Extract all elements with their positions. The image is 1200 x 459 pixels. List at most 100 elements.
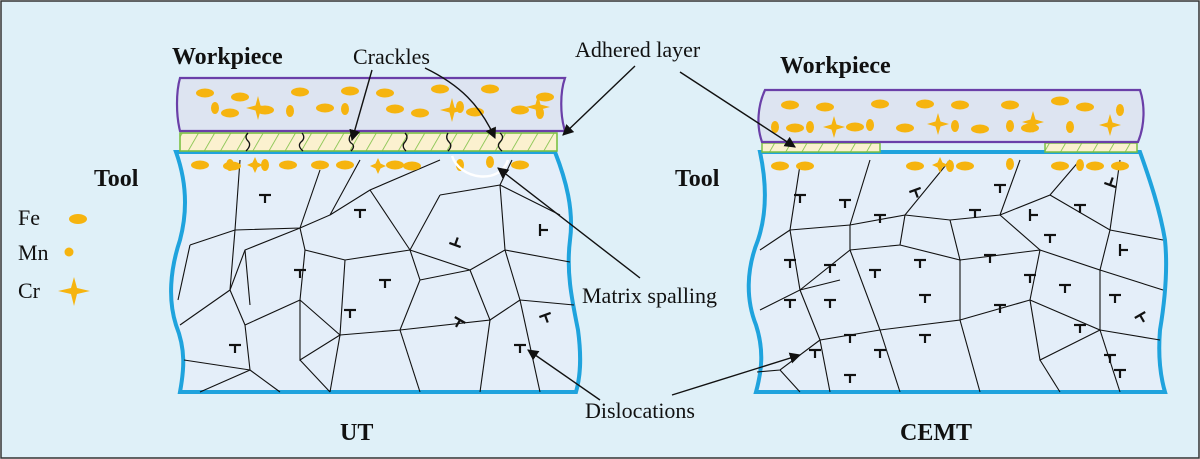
- fe-particle-icon: [1076, 102, 1094, 112]
- grain-boundaries: [756, 159, 1164, 393]
- dislocation-icon: [344, 308, 356, 318]
- right-tool-label: Tool: [675, 166, 720, 192]
- fe-particle-icon: [916, 99, 934, 109]
- dislocations: [229, 193, 552, 353]
- dislocation-icon: [919, 333, 931, 343]
- cr-particle-icon: [927, 113, 949, 135]
- fe-particle-icon: [816, 102, 834, 112]
- mn-particle-icon: [486, 156, 494, 168]
- fe-particle-icon: [781, 100, 799, 110]
- adhered-layer-arrow-left: [562, 65, 636, 136]
- mn-particle-icon: [226, 159, 234, 171]
- cr-particle-icon: [246, 96, 270, 120]
- dislocation-icon: [1109, 293, 1121, 303]
- fe-particle-icon: [221, 108, 239, 118]
- dislocation-stem: [1108, 177, 1114, 186]
- mn-particle-icon: [951, 120, 959, 132]
- dislocation-icon: [784, 298, 796, 308]
- mn-marker-icon: [64, 247, 74, 257]
- cr-particle-icon: [932, 157, 948, 173]
- mn-particle-icon: [1066, 121, 1074, 133]
- crackles: [245, 132, 504, 152]
- mn-particle-icon: [1116, 104, 1124, 116]
- fe-particle-icon: [196, 88, 214, 98]
- fe-particle-icon: [411, 108, 429, 118]
- fe-particle-icon: [1111, 161, 1129, 171]
- fe-particle-icon: [871, 99, 889, 109]
- matrix-spalling-crater: [450, 155, 510, 178]
- fe-particle-icon: [1051, 96, 1069, 106]
- dislocation-stem: [543, 314, 549, 323]
- mn-particle-icon: [211, 102, 219, 114]
- workpiece-particles: [771, 96, 1124, 138]
- tool-body: [746, 150, 1169, 394]
- right-caption: CEMT: [900, 420, 972, 446]
- dislocation-icon: [1118, 244, 1128, 256]
- tool-body: [169, 150, 583, 394]
- adhered-layer-annotation: Adhered layer: [575, 37, 701, 62]
- adhered-layer-right-hatch: [1045, 143, 1137, 152]
- dislocation-icon: [1134, 311, 1146, 323]
- fe-particle-icon: [279, 160, 297, 170]
- legend-fe-label: Fe: [18, 205, 40, 230]
- workpiece: [757, 88, 1145, 144]
- dislocation-icon: [844, 333, 856, 343]
- fe-particle-icon: [481, 84, 499, 94]
- tool-surface-particles: [771, 157, 1129, 173]
- dislocation-icon: [454, 316, 466, 328]
- dislocation-icon: [1074, 203, 1086, 213]
- fe-particle-icon: [336, 160, 354, 170]
- legend-mn-label: Mn: [18, 240, 49, 265]
- fe-particle-icon: [951, 100, 969, 110]
- cr-particle-icon: [370, 158, 386, 174]
- dislocation-icon: [1104, 353, 1116, 363]
- dislocation-icon: [844, 373, 856, 383]
- annotation-arrows: [349, 65, 802, 401]
- mn-particle-icon: [1076, 159, 1084, 171]
- dislocation-icon: [229, 343, 241, 353]
- fe-particle-icon: [431, 84, 449, 94]
- dislocation-icon: [824, 298, 836, 308]
- cr-marker-icon: [58, 277, 90, 306]
- cr-particle-icon: [247, 157, 263, 173]
- matrix-spalling-annotation: Matrix spalling: [582, 283, 717, 308]
- dislocation-icon: [294, 268, 306, 278]
- adhered-layer-left-hatch: [762, 143, 880, 152]
- dislocation-icon: [994, 183, 1006, 193]
- dislocation-icon: [1114, 368, 1126, 378]
- crackles-annotation: Crackles: [353, 44, 430, 69]
- mn-particle-icon: [261, 159, 269, 171]
- left-panel: [169, 76, 583, 394]
- adhered-layer-arrow-right: [679, 71, 796, 148]
- dislocation-icon: [1059, 283, 1071, 293]
- cr-particle-icon: [440, 98, 464, 122]
- dislocation-icon: [354, 208, 366, 218]
- fe-particle-icon: [1021, 123, 1039, 133]
- grain-boundaries: [177, 159, 575, 393]
- dislocations: [784, 177, 1146, 383]
- workpiece: [175, 76, 567, 133]
- left-caption: UT: [340, 420, 373, 446]
- legend: Fe Mn Cr: [18, 205, 90, 306]
- fe-particle-icon: [896, 123, 914, 133]
- dislocation-icon: [538, 311, 552, 323]
- left-workpiece-label: Workpiece: [172, 44, 283, 70]
- dislocation-icon: [914, 258, 926, 268]
- matrix-spalling-arrow: [497, 167, 641, 279]
- dislocation-icon: [794, 193, 806, 203]
- tool-surface-particles: [191, 156, 529, 174]
- dislocation-icon: [969, 208, 981, 218]
- dislocation-stem: [453, 237, 459, 246]
- cr-particle-icon: [1099, 114, 1121, 136]
- cr-particle-icon: [823, 116, 845, 138]
- dislocation-icon: [809, 348, 821, 358]
- dislocation-icon: [379, 278, 391, 288]
- dislocation-icon: [869, 268, 881, 278]
- dislocation-icon: [1028, 209, 1038, 221]
- legend-cr-label: Cr: [18, 278, 41, 303]
- dislocation-icon: [984, 253, 996, 263]
- adhered-layer-hatch: [180, 133, 557, 151]
- dislocation-icon: [448, 237, 462, 249]
- fe-particle-icon: [906, 161, 924, 171]
